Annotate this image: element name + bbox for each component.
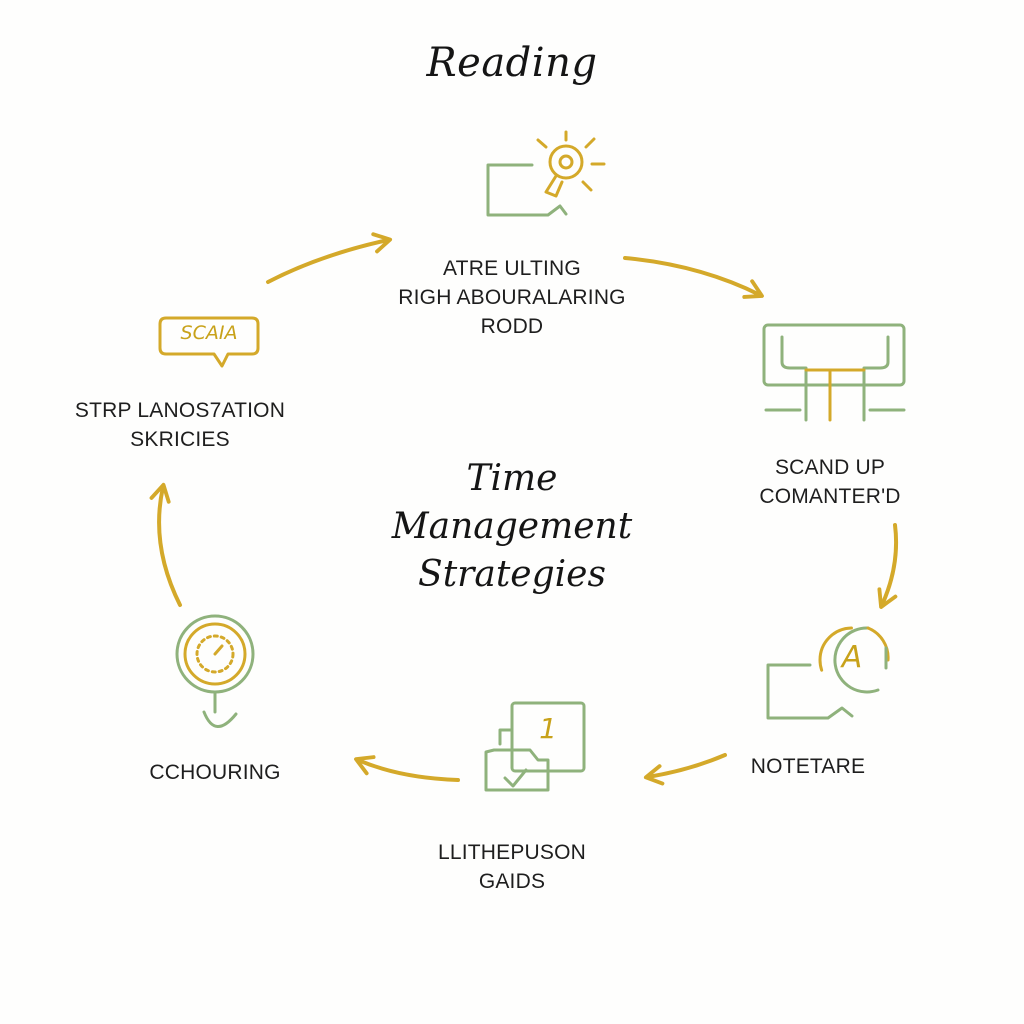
laptop-a-badge-icon [766,626,890,720]
node-label-line: SKRICIES [130,428,230,451]
node-label-line: CCHOURING [149,761,281,784]
cycle-arrows [149,232,899,786]
node-label-bottom: LLITHEPUSON GAIDS [412,838,612,896]
letter-a-badge: A [841,640,863,675]
diagram-title: Reading [426,40,598,86]
node-label-left-top: STRP LANOS7ATION SKRICIES [55,396,305,454]
center-title-line: Time [466,458,558,499]
arrow-right-bottom-to-bottom [643,753,727,786]
node-label-line: STRP LANOS7ATION [74,399,286,422]
stacked-documents-icon [484,701,586,792]
speech-bubble-label: SCAIA [180,322,238,344]
clock-magnifier-icon [175,614,255,728]
node-label-right-bottom: NOTETARE [728,752,888,781]
monitor-desk-icon [762,323,906,422]
arrow-bottom-to-left [354,755,460,782]
node-label-line: GAIDS [478,870,546,893]
node-label-line: COMANTER'D [759,485,901,508]
node-label-line: ATRE ULTING [443,257,581,280]
arrow-right-down [877,523,899,609]
node-label-right-top: SCAND UP COMANTER'D [720,453,940,511]
node-label-line: LLITHEPUSON [437,841,587,864]
node-label-line: RIGH ABOURALARING [398,286,626,309]
node-label-line: NOTETARE [750,755,866,778]
arrow-top-to-right [623,256,764,299]
node-label-line: RODD [480,315,544,338]
node-label-left-bottom: CCHOURING [130,758,300,787]
speech-bubble-icon [158,316,260,368]
laptop-lightbulb-icon [486,130,606,217]
center-title: Time Management Strategies [362,455,662,599]
node-label-top: ATRE ULTING RIGH ABOURALARING RODD [362,254,662,341]
center-title-line: Management [391,506,633,547]
arrow-left-up [149,482,182,607]
document-number-badge: 1 [539,712,557,745]
arrow-left-to-top [266,232,393,284]
center-title-line: Strategies [418,554,606,595]
node-label-line: SCAND UP [774,456,886,479]
